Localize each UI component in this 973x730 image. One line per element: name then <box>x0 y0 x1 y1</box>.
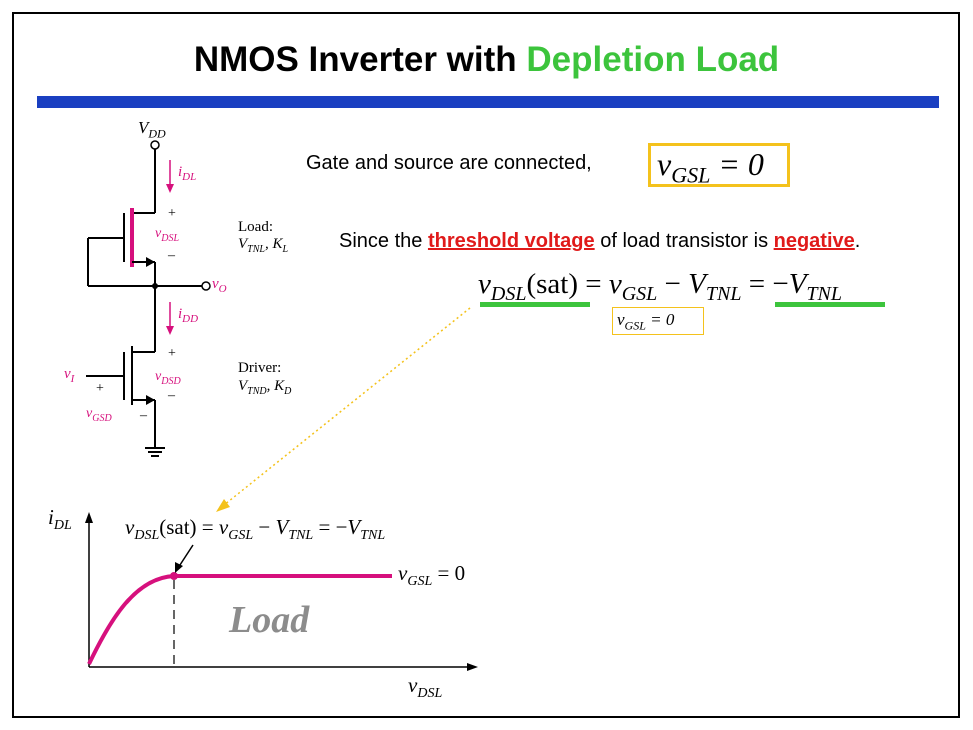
slide-title: NMOS Inverter with Depletion Load <box>0 40 973 80</box>
load-params: VTNL, KL <box>238 236 289 255</box>
load-region-label: Load <box>229 599 310 641</box>
pointer-line <box>223 307 471 506</box>
load-iv-curve <box>87 574 392 665</box>
threshold-statement: Since the threshold voltage of load tran… <box>339 230 860 253</box>
driver-params: VTND, KD <box>238 378 292 397</box>
driver-source-arrow <box>146 395 155 405</box>
slide-frame <box>12 12 960 718</box>
vdsd-label: vDSD <box>155 369 181 387</box>
minus-top: – <box>168 248 175 263</box>
vi-plus: + <box>96 381 104 396</box>
stmt2-post: . <box>854 230 861 252</box>
title-divider-bar <box>37 96 939 108</box>
annotation-pointer <box>177 544 194 569</box>
vo-label: vO <box>212 276 227 295</box>
vdsl-label: vDSL <box>155 226 180 244</box>
title-main: NMOS Inverter with <box>193 40 527 79</box>
underline-vdsl-sat <box>480 302 590 307</box>
load-source-arrow <box>146 257 155 267</box>
x-axis-arrow <box>467 663 478 671</box>
saturation-point <box>170 572 178 580</box>
y-axis-arrow <box>85 512 93 523</box>
stmt2-mid: of load transistor is <box>594 230 774 252</box>
vgsd-label: vGSD <box>86 406 112 424</box>
vdsl-sat-equation: vDSL(sat) = vGSL − VTNL = −VTNL <box>478 268 842 305</box>
condition-equation: vGSL = 0 <box>617 310 675 333</box>
x-axis-label: vDSL <box>408 673 443 702</box>
vdd-label: VDD <box>138 118 166 141</box>
underline-neg-vtnl <box>775 302 885 307</box>
idd-arrow-head <box>166 326 174 335</box>
vgsd-minus: – <box>140 408 147 423</box>
title-accent: Depletion Load <box>526 40 780 79</box>
idd-label: iDD <box>178 306 199 325</box>
vdd-terminal <box>150 140 160 150</box>
idl-label: iDL <box>178 164 197 183</box>
condition-box: vGSL = 0 <box>612 307 704 335</box>
minus-bot: – <box>168 388 175 403</box>
gate-source-statement: Gate and source are connected, <box>306 152 592 174</box>
negative-keyword: negative <box>773 230 855 252</box>
stmt2-pre: Since the <box>339 230 428 252</box>
annotation-pointer-head <box>175 562 183 573</box>
plus-top: + <box>168 206 176 221</box>
saturation-annotation: vDSL(sat) = vGSL − VTNL = −VTNL <box>125 515 386 544</box>
vo-terminal <box>201 281 211 291</box>
output-node-dot <box>152 283 158 289</box>
threshold-voltage-keyword: threshold voltage <box>427 230 595 252</box>
curve-label: vGSL = 0 <box>398 561 466 590</box>
idl-arrow-head <box>166 184 174 193</box>
vgsl-equation-box: vGSL = 0 <box>648 143 790 187</box>
vi-label: vI <box>64 366 75 385</box>
load-label: Load: <box>238 219 273 235</box>
vgsl-equation: vGSL = 0 <box>657 146 764 188</box>
driver-label: Driver: <box>238 360 282 376</box>
plus-bot: + <box>168 346 176 361</box>
pointer-arrowhead <box>216 499 230 512</box>
y-axis-label: iDL <box>48 505 72 534</box>
